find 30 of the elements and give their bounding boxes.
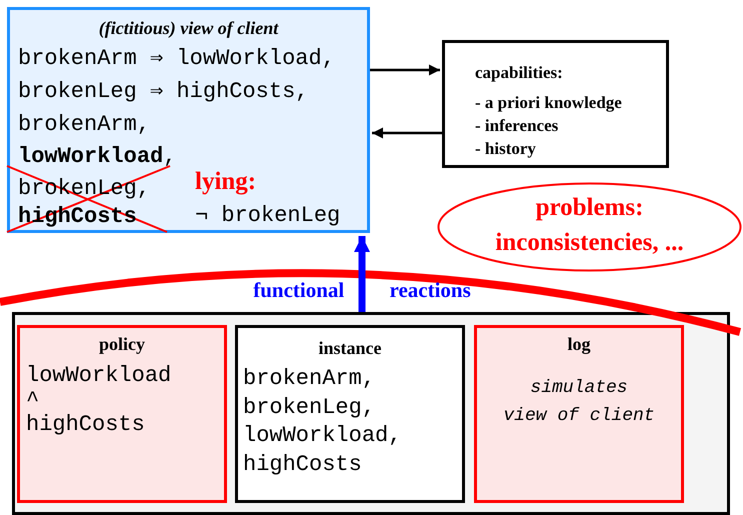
policy-box bbox=[17, 325, 227, 503]
system-box bbox=[12, 312, 730, 515]
formula-text: brokenArm, bbox=[18, 112, 150, 138]
capabilities-box bbox=[442, 40, 669, 168]
panel-title: (fictitious) view of client bbox=[98, 18, 280, 39]
formula-text: brokenLeg ⇒ highCosts, bbox=[18, 79, 308, 106]
view-panel bbox=[7, 7, 370, 233]
box-title: capabilities: bbox=[475, 63, 563, 83]
arrow bbox=[372, 128, 442, 138]
formula-text: ¬ brokenLeg bbox=[195, 203, 340, 230]
list-item: - inferences bbox=[475, 116, 558, 136]
formula-text: brokenArm ⇒ lowWorkload, bbox=[18, 46, 335, 72]
problems-ellipse bbox=[437, 182, 742, 272]
list-item: - a priori knowledge bbox=[475, 93, 622, 113]
instance-box bbox=[235, 325, 465, 503]
log-box bbox=[474, 325, 684, 503]
arrow bbox=[370, 64, 440, 76]
formula-text: lowWorkload ^ highCosts bbox=[26, 364, 172, 438]
box-title: policy bbox=[98, 334, 146, 355]
box-title: log bbox=[566, 334, 592, 355]
list-item: - history bbox=[475, 139, 536, 159]
formula-text: lowWorkload, bbox=[18, 144, 176, 170]
arrow bbox=[354, 236, 370, 312]
note-text: simulates bbox=[529, 378, 629, 400]
note-text: view of client bbox=[502, 406, 656, 428]
formula-text: brokenArm, brokenLeg, lowWorkload, highCosts bbox=[243, 365, 402, 479]
edge-label: functional reactions bbox=[252, 278, 472, 303]
box-title: instance bbox=[318, 338, 382, 359]
note-text: lying: bbox=[195, 168, 256, 196]
ellipse-text: problems: inconsistencies, ... bbox=[494, 193, 685, 258]
